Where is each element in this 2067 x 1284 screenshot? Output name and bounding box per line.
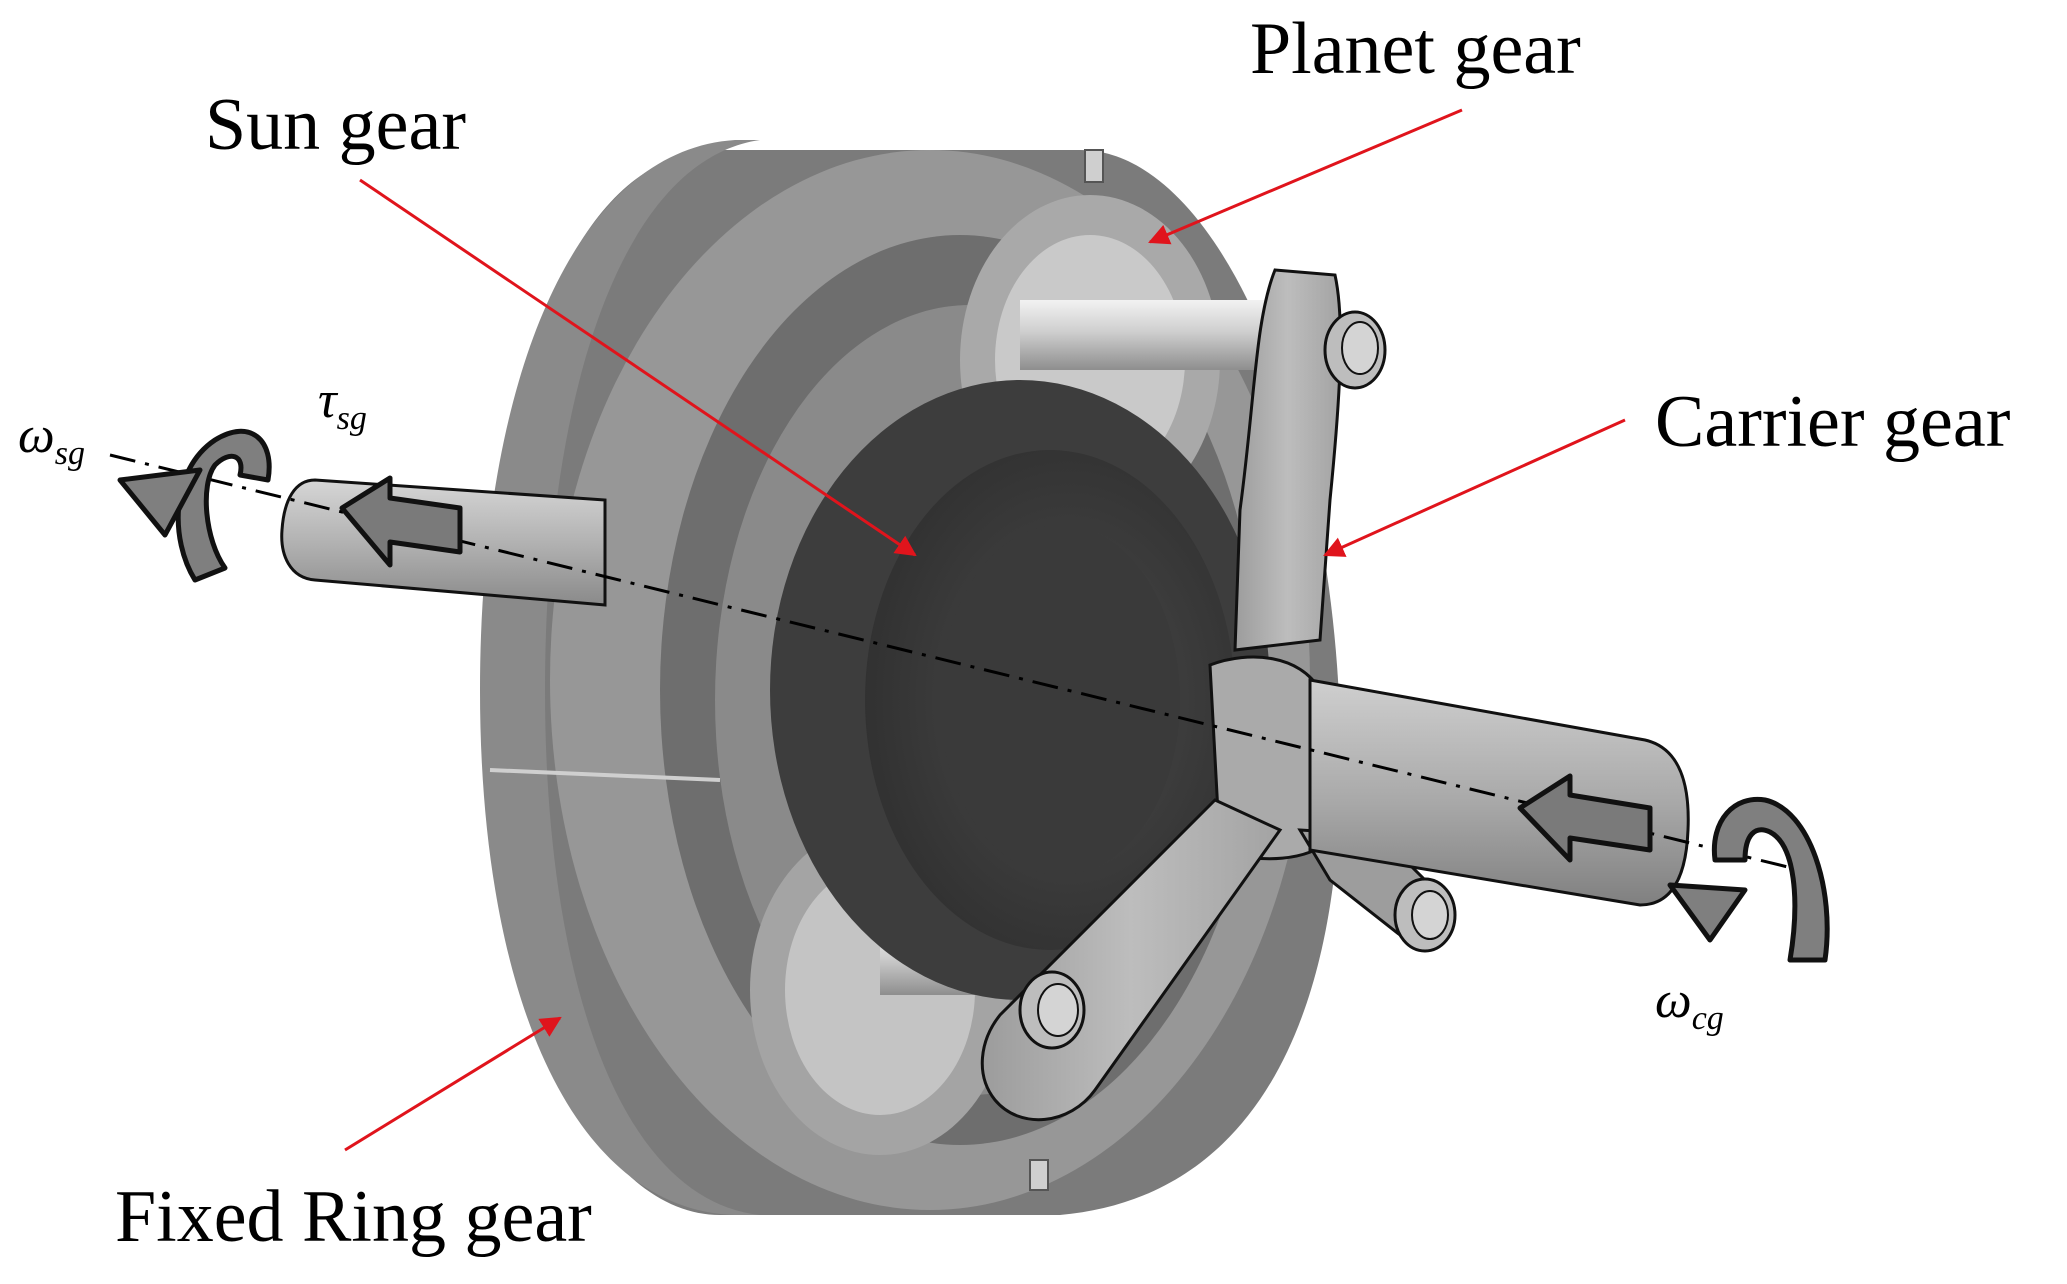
symbol-omega-sg: ωsg — [18, 407, 85, 472]
rotation-arrow-sun — [117, 428, 272, 583]
pointer-sun-gear — [359, 178, 917, 557]
pointer-arrows — [344, 108, 1626, 1152]
label-fixed-ring-gear: Fixed Ring gear — [115, 1176, 592, 1258]
symbol-omega-cg: ωcg — [1655, 972, 1724, 1037]
sun-gear — [770, 380, 1270, 1000]
carrier-gear-shaft — [1308, 678, 1690, 907]
torque-arrow-carrier — [1517, 773, 1653, 863]
label-sun-gear: Sun gear — [205, 84, 466, 166]
symbol-tau-sg: τsg — [318, 372, 367, 437]
torque-arrow-sun — [339, 475, 463, 568]
pointer-carrier-gear — [1323, 418, 1626, 557]
label-carrier-gear: Carrier gear — [1655, 381, 2011, 463]
rotation-arrow-carrier — [1667, 796, 1830, 963]
planet-shaft-top — [1020, 300, 1330, 370]
label-planet-gear: Planet gear — [1250, 8, 1581, 90]
carrier-gear — [980, 268, 1457, 1122]
pointer-planet-gear — [1148, 108, 1463, 245]
rotation-axis — [109, 453, 1801, 872]
pointer-fixed-ring-gear — [344, 1016, 562, 1152]
ring-outer-teeth — [480, 140, 760, 1215]
